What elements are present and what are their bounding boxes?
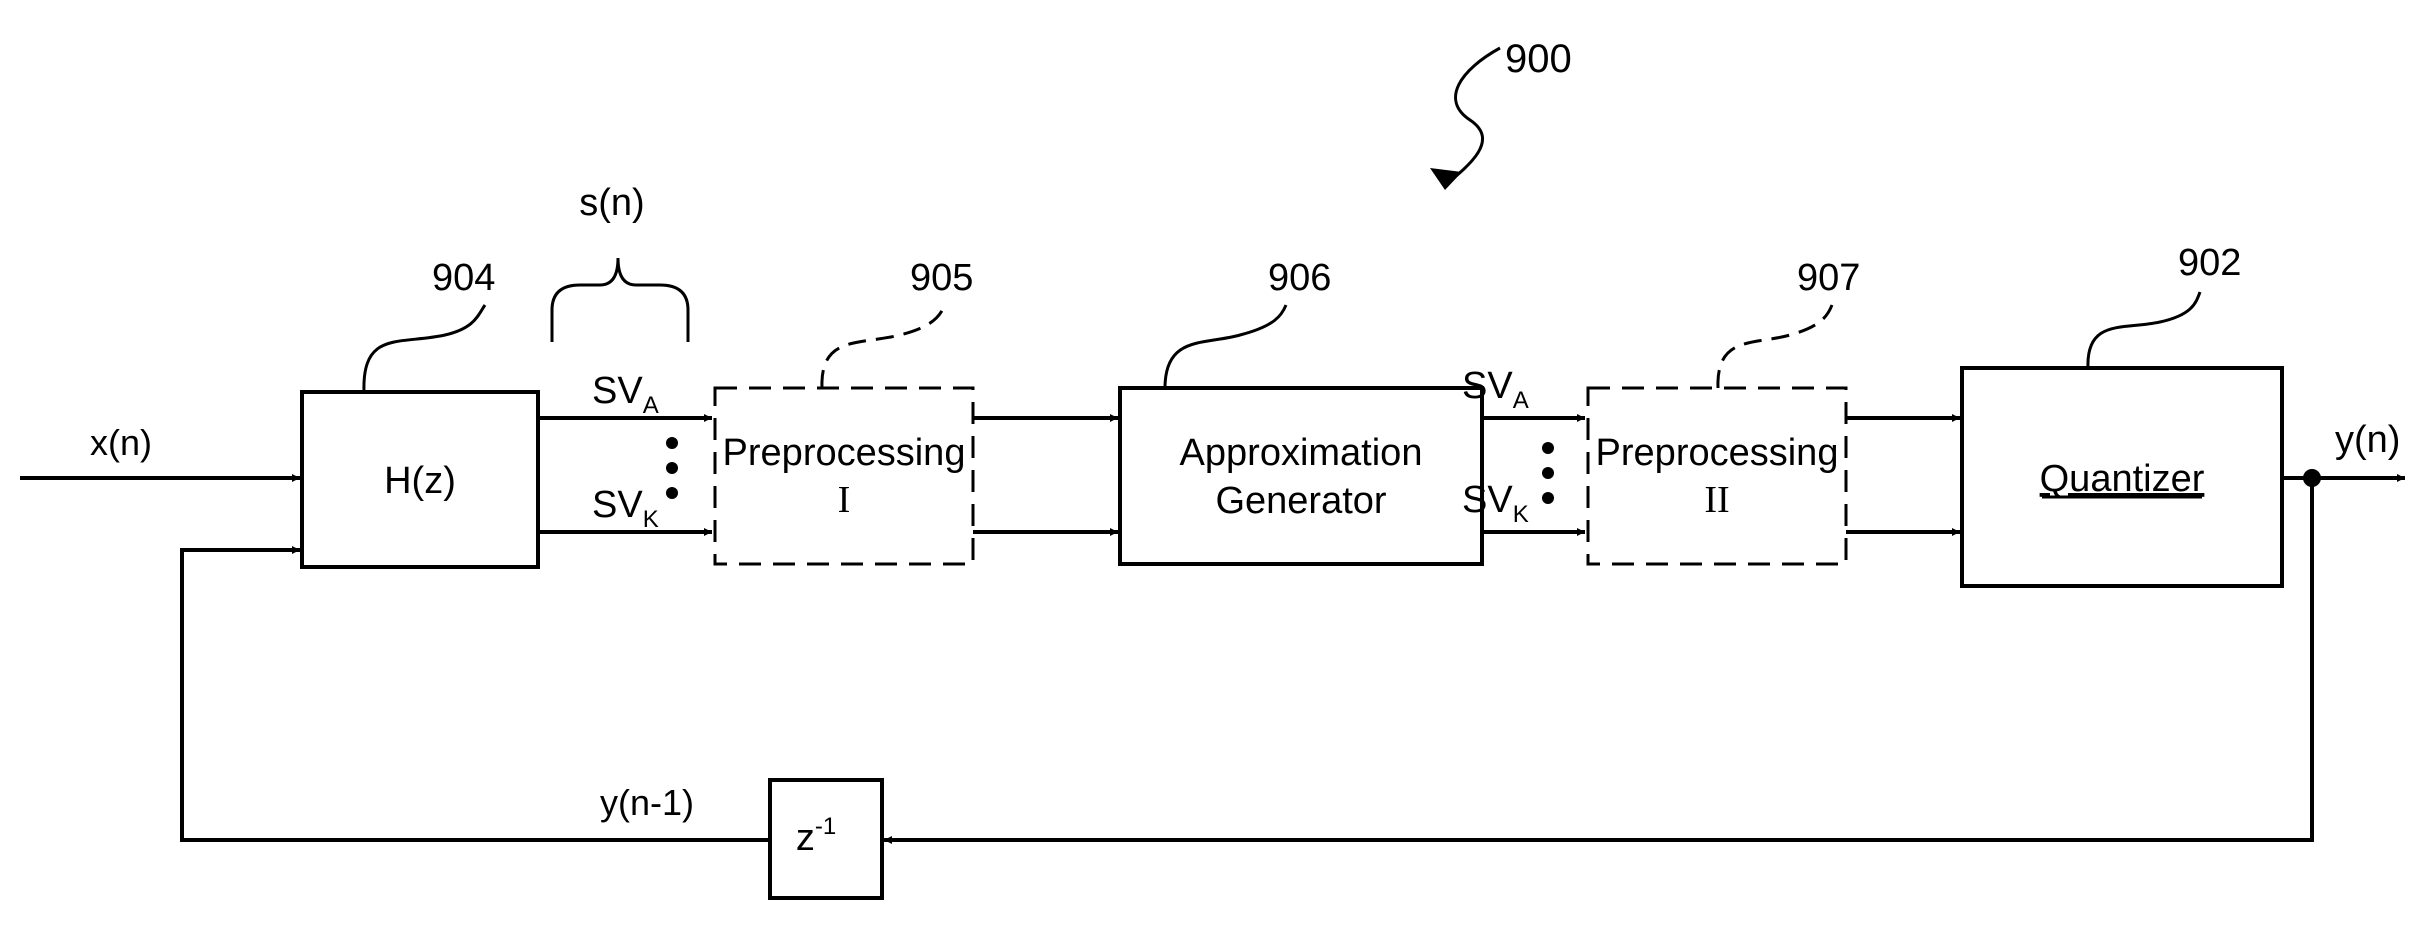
preprocessing-2-numeral: II (1704, 479, 1729, 521)
preprocessing-1-numeral: I (838, 479, 851, 521)
ellipsis-dot (1542, 467, 1554, 479)
quantizer-leader (2088, 292, 2200, 368)
sv-k-label-1: SVK (592, 484, 659, 533)
preprocessing-1-leader (822, 305, 945, 388)
filter-block-ref: 904 (432, 257, 495, 299)
approximation-generator-label: Approximation (1180, 432, 1423, 474)
output-signal-label: y(n) (2335, 419, 2400, 461)
ellipsis-dot (1542, 442, 1554, 454)
approximation-generator-ref: 906 (1268, 257, 1331, 299)
preprocessing-2-block (1588, 388, 1846, 564)
figure-ref-arrowhead (1430, 168, 1462, 190)
filter-block-leader (364, 305, 485, 392)
state-group-label: s(n) (579, 182, 644, 224)
approximation-generator-block (1120, 388, 1482, 564)
ellipsis-dot (666, 437, 678, 449)
state-group-brace (552, 258, 688, 342)
preprocessing-2-label: Preprocessing (1596, 432, 1839, 474)
preprocessing-2-leader (1718, 305, 1832, 388)
approximation-generator-leader (1165, 305, 1286, 388)
approximation-generator-label-2: Generator (1215, 480, 1386, 522)
quantizer-ref: 902 (2178, 242, 2241, 284)
preprocessing-1-ref: 905 (910, 257, 973, 299)
input-signal-label: x(n) (90, 422, 152, 463)
ellipsis-dot (666, 462, 678, 474)
preprocessing-1-label: Preprocessing (723, 432, 966, 474)
ellipsis-dot (1542, 492, 1554, 504)
figure-ref-arrow (1445, 48, 1500, 185)
preprocessing-1-block (715, 388, 973, 564)
quantizer-label: Quantizer (2040, 458, 2205, 500)
filter-block-label: H(z) (384, 460, 456, 502)
sv-a-label-2: SVA (1462, 365, 1529, 414)
sv-a-label-1: SVA (592, 370, 659, 419)
ellipsis-dot (666, 487, 678, 499)
feedback-signal-label: y(n-1) (600, 782, 694, 823)
sv-k-label-2: SVK (1462, 479, 1529, 528)
figure-ref-label: 900 (1505, 37, 1572, 81)
preprocessing-2-ref: 907 (1797, 257, 1860, 299)
